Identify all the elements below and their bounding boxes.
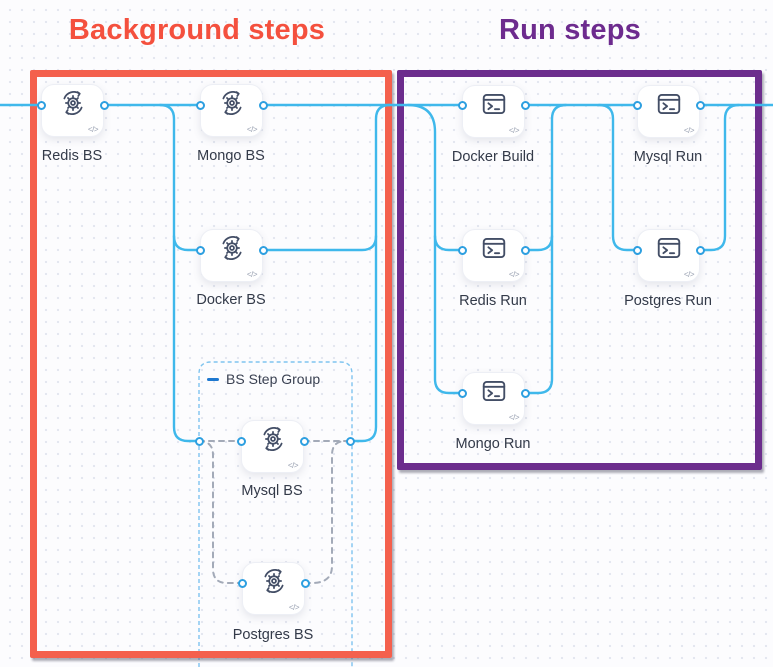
code-badge-icon: </> [246, 270, 258, 279]
port[interactable] [194, 436, 204, 446]
node-postgres-run[interactable]: </> [637, 229, 700, 282]
port[interactable] [299, 436, 309, 446]
node-label: Mysql BS [241, 483, 303, 499]
node-postgres-bs[interactable]: </> [242, 562, 305, 615]
code-badge-icon: </> [508, 270, 520, 279]
port[interactable] [695, 100, 705, 110]
node-label: Postgres Run [624, 293, 712, 309]
code-badge-icon: </> [287, 461, 299, 470]
port[interactable] [99, 100, 109, 110]
bs-step-group-label: BS Step Group [226, 371, 321, 387]
node-label: Mongo BS [197, 148, 265, 164]
port[interactable] [195, 100, 205, 110]
node-label: Docker BS [196, 292, 266, 308]
port[interactable] [457, 245, 467, 255]
bs-step-group[interactable]: BS Step Group [207, 371, 320, 387]
node-mongo-run[interactable]: </> [462, 372, 525, 425]
node-redis-run[interactable]: </> [462, 229, 525, 282]
background-steps-title: Background steps [68, 14, 326, 46]
background-steps-annotation-box [30, 70, 392, 658]
code-badge-icon: </> [508, 413, 520, 422]
node-mongo-bs[interactable]: </> [200, 84, 263, 137]
code-badge-icon: </> [508, 126, 520, 135]
port[interactable] [36, 100, 46, 110]
node-label: Redis Run [459, 293, 527, 309]
port[interactable] [520, 388, 530, 398]
port[interactable] [345, 436, 355, 446]
node-label: Postgres BS [232, 627, 314, 643]
run-steps-title: Run steps [499, 14, 641, 46]
node-mysql-run[interactable]: </> [637, 85, 700, 138]
code-badge-icon: </> [246, 125, 258, 134]
port[interactable] [457, 388, 467, 398]
node-mysql-bs[interactable]: </> [241, 420, 304, 473]
port[interactable] [195, 245, 205, 255]
node-label: Mongo Run [455, 436, 531, 452]
code-badge-icon: </> [288, 603, 300, 612]
code-badge-icon: </> [87, 125, 99, 134]
port[interactable] [237, 578, 247, 588]
port[interactable] [236, 436, 246, 446]
port[interactable] [632, 100, 642, 110]
code-badge-icon: </> [683, 270, 695, 279]
port[interactable] [258, 245, 268, 255]
node-label: Mysql Run [633, 149, 703, 165]
port[interactable] [258, 100, 268, 110]
node-label: Docker Build [451, 149, 535, 165]
node-redis-bs[interactable]: </> [41, 84, 104, 137]
port[interactable] [457, 100, 467, 110]
node-label: Redis BS [41, 148, 103, 164]
port[interactable] [520, 245, 530, 255]
node-docker-bs[interactable]: </> [200, 229, 263, 282]
collapse-icon[interactable] [207, 377, 219, 381]
run-steps-annotation-box [397, 70, 762, 470]
port[interactable] [695, 245, 705, 255]
code-badge-icon: </> [683, 126, 695, 135]
port[interactable] [300, 578, 310, 588]
node-docker-build[interactable]: </> [462, 85, 525, 138]
port[interactable] [632, 245, 642, 255]
port[interactable] [520, 100, 530, 110]
